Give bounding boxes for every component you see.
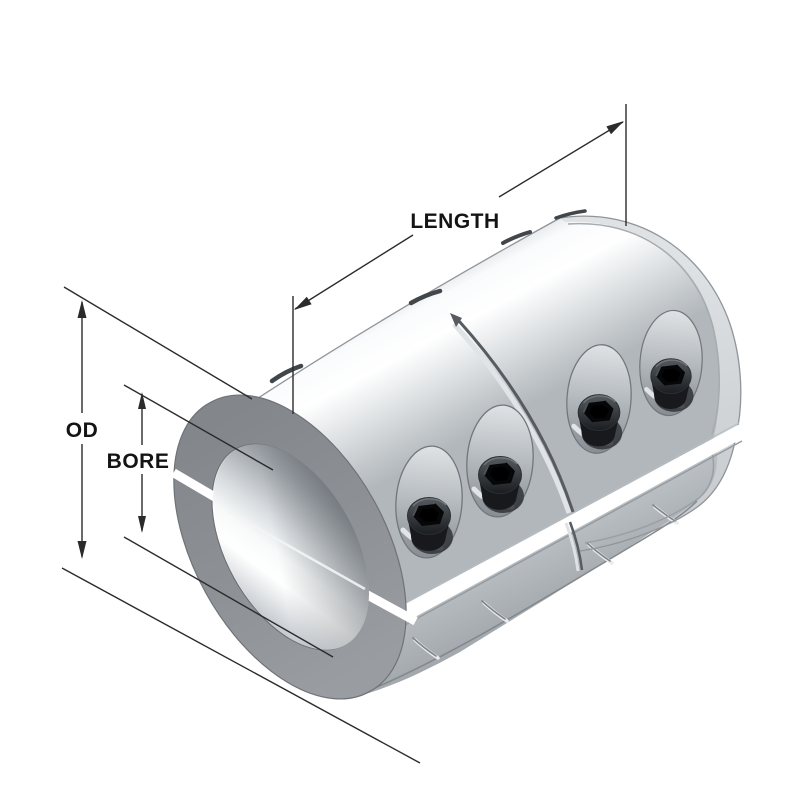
od-extension-top (63, 286, 253, 400)
coupling-body (171, 209, 743, 700)
right-rim-silhouette-edge (559, 215, 742, 552)
length-arrow-left-icon (294, 296, 312, 310)
length-arrow-right-icon (606, 121, 624, 135)
right-end-chamfer-bottom (584, 451, 715, 544)
bore-extension-top (123, 384, 274, 471)
bore-arrow-up-icon (138, 392, 146, 409)
od-extension-bottom (61, 567, 421, 764)
seam-tip (450, 313, 462, 327)
length-label: LENGTH (410, 210, 499, 233)
split-gap-upper-edge (397, 422, 740, 608)
dimension-arrowheads (77, 121, 624, 559)
bore-extension-bottom (123, 536, 334, 658)
od-label: OD (66, 419, 99, 442)
od-arrow-up-icon (77, 300, 87, 318)
top-silhouette-edge (242, 217, 561, 409)
bore-arrow-down-icon (138, 516, 146, 533)
od-arrow-down-icon (77, 541, 87, 559)
right-end-chamfer-top (567, 222, 721, 435)
bore-split-line (228, 510, 366, 591)
dimension-annotations: LENGTH OD BORE (61, 104, 627, 764)
center-seam (450, 313, 584, 572)
bottom-silhouette-edge (349, 500, 698, 699)
bore-label: BORE (107, 450, 170, 473)
far-counterbore-slivers (269, 209, 587, 384)
bottom-counterbore-arcs (412, 504, 679, 660)
length-dimension-line (294, 121, 624, 310)
